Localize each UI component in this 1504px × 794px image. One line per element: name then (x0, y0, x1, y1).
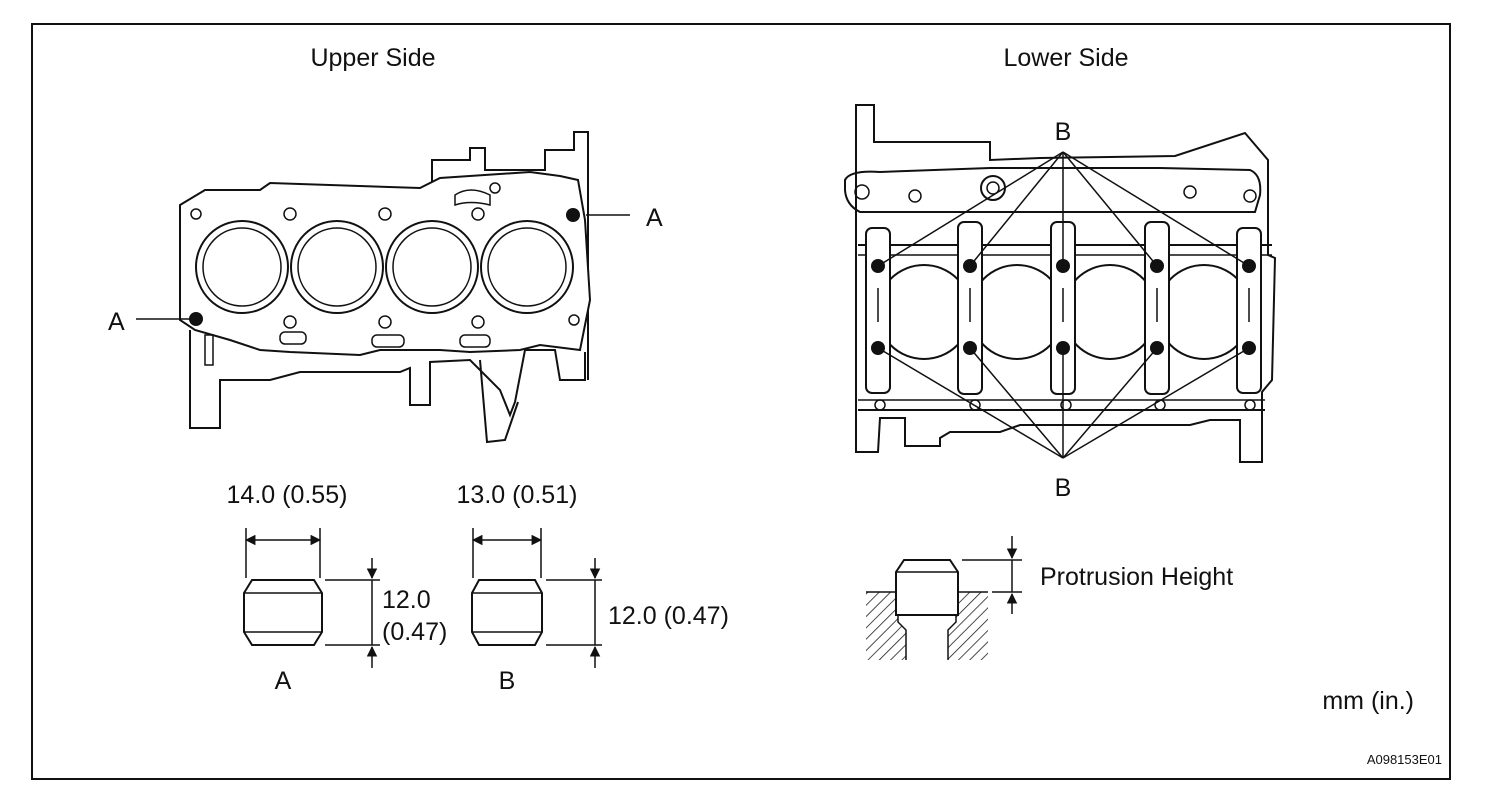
pin-a-height-line2: (0.47) (382, 618, 447, 646)
pin-b-height: 12.0 (0.47) (608, 602, 729, 630)
units-label: mm (in.) (1322, 687, 1414, 715)
pin-b-name: B (499, 667, 516, 695)
leader-lines-b (877, 151, 1250, 459)
label-a-left: A (108, 308, 125, 336)
pin-a-width: 14.0 (0.55) (227, 481, 348, 509)
figure-frame (31, 23, 1451, 780)
pin-b-width: 13.0 (0.51) (457, 481, 578, 509)
upper-block-drawing (179, 131, 592, 444)
pin-a-height-line1: 12.0 (382, 586, 431, 614)
pin-a-name: A (275, 667, 292, 695)
lower-block-drawing (844, 104, 1277, 463)
dowel-pin-a-left (189, 312, 203, 326)
lower-side-title: Lower Side (1003, 44, 1128, 72)
upper-side-title: Upper Side (310, 44, 435, 72)
label-b-bottom: B (1055, 474, 1072, 502)
protrusion-detail (866, 559, 988, 660)
pin-b-shape (471, 579, 543, 646)
label-a-right: A (646, 204, 663, 232)
protrusion-height-label: Protrusion Height (1040, 563, 1233, 591)
figure-code: A098153E01 (1367, 752, 1442, 767)
label-b-top: B (1055, 118, 1072, 146)
pin-a-shape (243, 579, 323, 646)
dowel-pin-a-right (566, 208, 580, 222)
